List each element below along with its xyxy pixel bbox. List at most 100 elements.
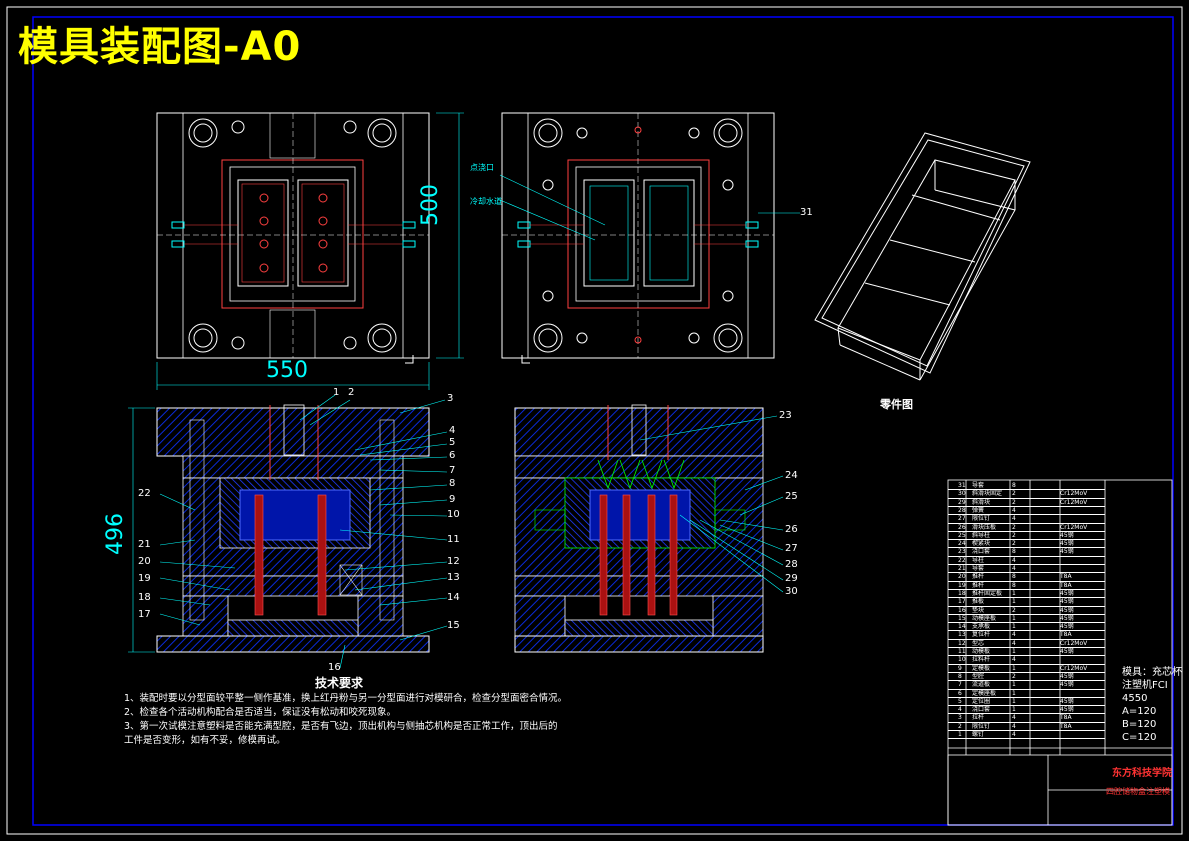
bom-row: 11 动模板 1 45钢: [952, 648, 1172, 655]
bom-cell-no: 11: [958, 648, 966, 655]
bom-cell-no: 5: [958, 697, 962, 705]
bom-cell-qty: 4: [1012, 731, 1016, 738]
bom-cell-mat: 45钢: [1060, 681, 1074, 689]
bom-cell-name: 滑块压板: [972, 523, 997, 531]
bom-cell-no: 10: [958, 656, 966, 664]
bom-cell-mat: T8A: [1060, 573, 1072, 581]
bom-cell-no: 26: [958, 523, 966, 531]
bom-cell-qty: 1: [1012, 697, 1016, 705]
bom-cell-qty: 2: [1012, 540, 1016, 548]
part-drawing-label: 零件图: [880, 398, 913, 411]
bom-cell-qty: 1: [1012, 689, 1016, 697]
bom-cell-qty: 1: [1012, 648, 1016, 655]
outer-border: [6, 6, 1183, 835]
bom-cell-mat: T8A: [1060, 722, 1072, 730]
bom-row-divider: [948, 489, 1105, 491]
bom-cell-name: 导柱: [972, 556, 985, 564]
part-drawing: [814, 132, 1031, 381]
bom-cell-qty: 2: [1012, 490, 1016, 498]
bom-cell-no: 2: [958, 722, 962, 730]
tb-note: 4550: [1122, 693, 1148, 704]
bom-cell-name: 动模板: [972, 648, 991, 655]
bom-cell-name: 导套: [972, 482, 985, 489]
bom-cell-qty: 4: [1012, 656, 1016, 664]
bom-cell-mat: 45钢: [1060, 606, 1074, 614]
bom-cell-no: 14: [958, 623, 966, 631]
bom-cell-qty: 1: [1012, 589, 1016, 597]
bom-cell-no: 28: [958, 506, 966, 514]
leader-number: 16: [328, 662, 341, 673]
bom-row-divider: [948, 696, 1105, 698]
top-view-right: [499, 112, 800, 364]
bom-row-divider: [948, 580, 1105, 582]
bom-cell-name: 推板: [972, 598, 985, 606]
bom-cell-mat: 45钢: [1060, 589, 1074, 597]
leader-number: 13: [447, 572, 460, 583]
tech-note: 3、第一次试模注意塑料是否能充满型腔，是否有飞边，顶出机构与侧抽芯机构是否正常工…: [124, 721, 558, 732]
bom-cell-name: 流道板: [972, 681, 991, 689]
bom-row: 10 拉料杆 4: [952, 656, 1172, 663]
bom-cell-mat: Cr12MoV: [1060, 639, 1088, 647]
bom-cell-no: 29: [958, 498, 966, 506]
bom-row-divider: [948, 705, 1105, 707]
dimension-lines-section: [128, 407, 155, 653]
bom-cell-mat: 45钢: [1060, 540, 1074, 548]
bom-row-divider: [948, 647, 1105, 648]
bom-cell-mat: 45钢: [1060, 623, 1074, 631]
bom-row-divider: [948, 622, 1105, 624]
bom-cell-no: 25: [958, 531, 966, 539]
bom-cell-qty: 1: [1012, 614, 1016, 622]
bom-cell-name: 定位圈: [972, 697, 991, 705]
bom-cell-qty: 4: [1012, 565, 1016, 572]
leader-number: 24: [785, 470, 798, 481]
bom-cell-no: 1: [958, 731, 962, 738]
inner-border: [32, 16, 1174, 826]
bom-cell-qty: 1: [1012, 681, 1016, 689]
tech-note: 1、装配时要以分型面较平整一侧作基准，换上红丹粉与另一分型面进行对模研合，检查分…: [124, 693, 568, 704]
bom-cell-qty: 8: [1012, 482, 1016, 489]
bom-cell-qty: 8: [1012, 573, 1016, 581]
leader-number: 27: [785, 543, 798, 554]
bom-cell-no: 4: [958, 706, 962, 714]
bom-row-divider: [948, 605, 1105, 607]
bom-cell-qty: 2: [1012, 606, 1016, 614]
bom-cell-qty: 1: [1012, 706, 1016, 714]
bom-cell-mat: 45钢: [1060, 648, 1074, 655]
leader-number: 19: [138, 573, 151, 584]
bom-cell-qty: 2: [1012, 672, 1016, 680]
bom-cell-name: 推杆: [972, 573, 985, 581]
bom-row-divider: [948, 680, 1105, 682]
leader-number: 25: [785, 491, 798, 502]
bom-cell-no: 7: [958, 681, 962, 689]
leader-number: 10: [447, 509, 460, 520]
bom-cell-name: 限位钉: [972, 722, 991, 730]
bom-row-divider: [948, 555, 1105, 557]
leader-number: 14: [447, 592, 460, 603]
bom-cell-name: 推杆: [972, 581, 985, 589]
tb-note: 注塑机FCI: [1122, 680, 1168, 691]
leader-number: 2: [348, 387, 355, 398]
section-view-left: [156, 404, 430, 653]
bom-row-divider: [948, 588, 1105, 590]
bom-cell-qty: 4: [1012, 515, 1016, 523]
bom-cell-qty: 4: [1012, 714, 1016, 722]
bom-row-divider: [948, 721, 1105, 723]
bom-cell-mat: 45钢: [1060, 548, 1074, 556]
bom-cell-name: 拉料杆: [972, 656, 991, 664]
bom-cell-name: 定模座板: [972, 689, 997, 697]
bom-cell-name: 拉杆: [972, 714, 985, 722]
bom-cell-name: 动模座板: [972, 614, 997, 622]
bom-cell-qty: 2: [1012, 523, 1016, 531]
